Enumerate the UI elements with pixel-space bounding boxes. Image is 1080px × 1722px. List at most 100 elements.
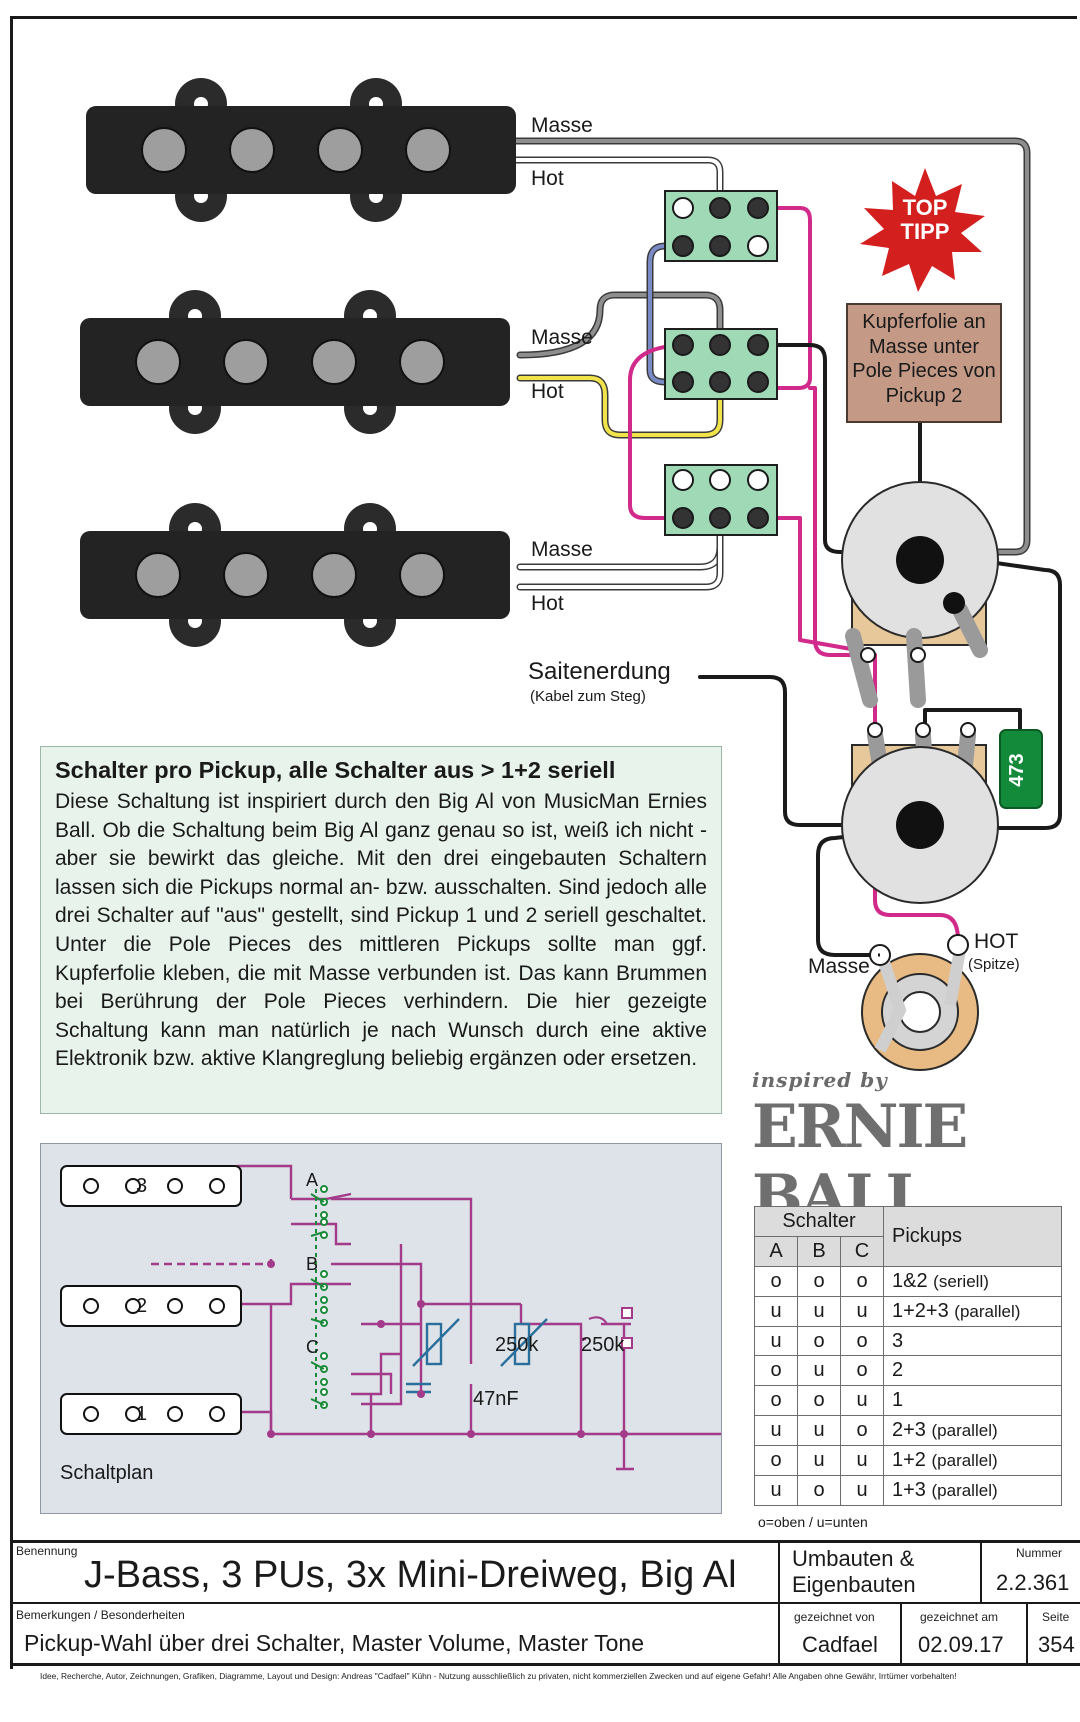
- table-cell-main: 1+3: [892, 1478, 926, 1501]
- table-cell-sub: (parallel): [931, 1480, 998, 1500]
- title-block: [10, 1540, 1080, 1666]
- gez-von-label: gezeichnet von: [794, 1610, 875, 1624]
- title-block-gez-von: gezeichnet von Cadfael: [780, 1604, 902, 1666]
- capacitor-label: 473: [1006, 753, 1028, 787]
- table-cell: u: [797, 1415, 841, 1447]
- table-col-c: C: [840, 1235, 884, 1267]
- description-box: Schalter pro Pickup, alle Schalter aus >…: [40, 746, 722, 1114]
- title-block-benennung: Benennung J-Bass, 3 PUs, 3x Mini-Dreiweg…: [10, 1540, 780, 1604]
- table-cell-main: 2+3: [892, 1419, 926, 1442]
- table-cell: 1: [883, 1385, 1062, 1417]
- table-cell: u: [840, 1295, 884, 1327]
- category-line1: Umbauten &: [792, 1546, 915, 1571]
- jack-hot-label: HOT: [974, 930, 1019, 953]
- tone-pot: [841, 722, 999, 904]
- table-cell-sub: (parallel): [931, 1451, 998, 1471]
- table-cell: o: [797, 1325, 841, 1357]
- benennung-label: Benennung: [16, 1544, 78, 1558]
- top-tipp-badge: [860, 168, 985, 292]
- switch-truth-table: Schalter Pickups A B C o o o 1&2 (seriel…: [754, 1206, 1062, 1506]
- title-block-bemerkungen: Bemerkungen / Besonderheiten Pickup-Wahl…: [10, 1604, 780, 1666]
- table-cell: u: [797, 1445, 841, 1477]
- table-cell: o: [797, 1265, 841, 1297]
- gez-von-value: Cadfael: [802, 1632, 878, 1657]
- table-cell: o: [840, 1265, 884, 1297]
- schem-pickup-3-number: 3: [136, 1175, 148, 1197]
- table-row: u o u 1+3 (parallel): [754, 1475, 1062, 1506]
- table-cell: u: [754, 1325, 798, 1357]
- title-block-seite: Seite 354: [1028, 1604, 1080, 1666]
- table-cell-main: 1+2: [892, 1449, 926, 1472]
- title-block-gez-am: gezeichnet am 02.09.17: [902, 1604, 1028, 1666]
- table-row: u o o 3: [754, 1325, 1062, 1357]
- category-line2: Eigenbauten: [792, 1572, 916, 1597]
- jack-hot-sub: (Spitze): [968, 956, 1020, 973]
- table-cell: 2+3 (parallel): [883, 1415, 1062, 1447]
- schem-tone-pot-label: 250k: [581, 1334, 625, 1356]
- inspired-by-text: inspired by: [752, 1068, 888, 1092]
- table-cell: o: [754, 1265, 798, 1297]
- table-cell: 1+3 (parallel): [883, 1475, 1062, 1506]
- table-cell: u: [840, 1475, 884, 1506]
- table-cell: o: [754, 1355, 798, 1387]
- table-cell-main: 3: [892, 1329, 904, 1352]
- nummer-label: Nummer: [1016, 1546, 1063, 1560]
- copper-note-box: [846, 303, 1002, 423]
- table-cell: u: [797, 1295, 841, 1327]
- schematic-label: Schaltplan: [60, 1462, 154, 1484]
- capacitor: [999, 729, 1043, 809]
- bemerkungen-text: Pickup-Wahl über drei Schalter, Master V…: [24, 1630, 645, 1656]
- pickup1-masse-label: Masse: [531, 538, 593, 561]
- table-row: u u u 1+2+3 (parallel): [754, 1295, 1062, 1327]
- pickup3-hot-label: Hot: [531, 167, 564, 190]
- table-cell-main: 1+2+3: [892, 1299, 949, 1322]
- table-row: u u o 2+3 (parallel): [754, 1415, 1062, 1447]
- pickup2-masse-label: Masse: [531, 326, 593, 349]
- gez-am-label: gezeichnet am: [920, 1610, 999, 1624]
- table-cell-main: 2: [892, 1359, 904, 1382]
- schem-cap-label: 47nF: [473, 1388, 519, 1410]
- schem-switch-a-label: A: [306, 1170, 319, 1190]
- schem-volume-pot-label: 250k: [495, 1334, 539, 1356]
- gez-am-value: 02.09.17: [918, 1632, 1004, 1657]
- table-cell: o: [840, 1325, 884, 1357]
- table-cell: o: [754, 1385, 798, 1417]
- table-cell: 3: [883, 1325, 1062, 1357]
- table-cell: u: [754, 1415, 798, 1447]
- drawing-number: 2.2.361: [996, 1570, 1070, 1595]
- table-row: o o o 1&2 (seriell): [754, 1265, 1062, 1297]
- table-cell-sub: (seriell): [933, 1271, 989, 1291]
- seite-value: 354: [1038, 1632, 1075, 1657]
- table-cell: 1+2 (parallel): [883, 1445, 1062, 1477]
- schem-switch-c-label: C: [306, 1337, 319, 1357]
- schematic-drawing: [60, 1164, 721, 1471]
- table-cell: u: [840, 1385, 884, 1417]
- schematic-panel: 3 2 1 A B C 250k 250k 47nF Schaltplan: [40, 1143, 722, 1514]
- table-cell: o: [754, 1445, 798, 1477]
- table-cell: 1+2+3 (parallel): [883, 1295, 1062, 1327]
- table-cell: o: [840, 1355, 884, 1387]
- saitenerdung-label: Saitenerdung: [528, 658, 671, 685]
- table-row: o o u 1: [754, 1385, 1062, 1417]
- table-cell: u: [754, 1295, 798, 1327]
- seite-label: Seite: [1042, 1610, 1070, 1624]
- copper-note: Kupferfolie an Masse unter Pole Pieces v…: [852, 311, 996, 407]
- table-cell-sub: (parallel): [954, 1301, 1021, 1321]
- schem-pickup-2-number: 2: [136, 1295, 148, 1317]
- table-cell: u: [840, 1445, 884, 1477]
- table-cell-main: 1&2: [892, 1269, 928, 1292]
- table-cell: o: [797, 1475, 841, 1506]
- table-cell-sub: (parallel): [931, 1421, 998, 1441]
- footer-copyright: Idee, Recherche, Autor, Zeichnungen, Gra…: [40, 1671, 957, 1681]
- table-col-b: B: [797, 1235, 841, 1267]
- title-block-category: Umbauten & Eigenbauten: [780, 1540, 982, 1604]
- saitenerdung-sub: (Kabel zum Steg): [530, 688, 646, 705]
- output-jack: [861, 934, 979, 1071]
- table-cell: u: [797, 1355, 841, 1387]
- pickup1-hot-label: Hot: [531, 592, 564, 615]
- schem-switch-b-label: B: [306, 1254, 319, 1274]
- drawing-title: J-Bass, 3 PUs, 3x Mini-Dreiweg, Big Al: [84, 1554, 737, 1596]
- table-header-schalter: Schalter: [754, 1206, 884, 1237]
- top-tipp-text: TOP TIPP: [900, 195, 950, 244]
